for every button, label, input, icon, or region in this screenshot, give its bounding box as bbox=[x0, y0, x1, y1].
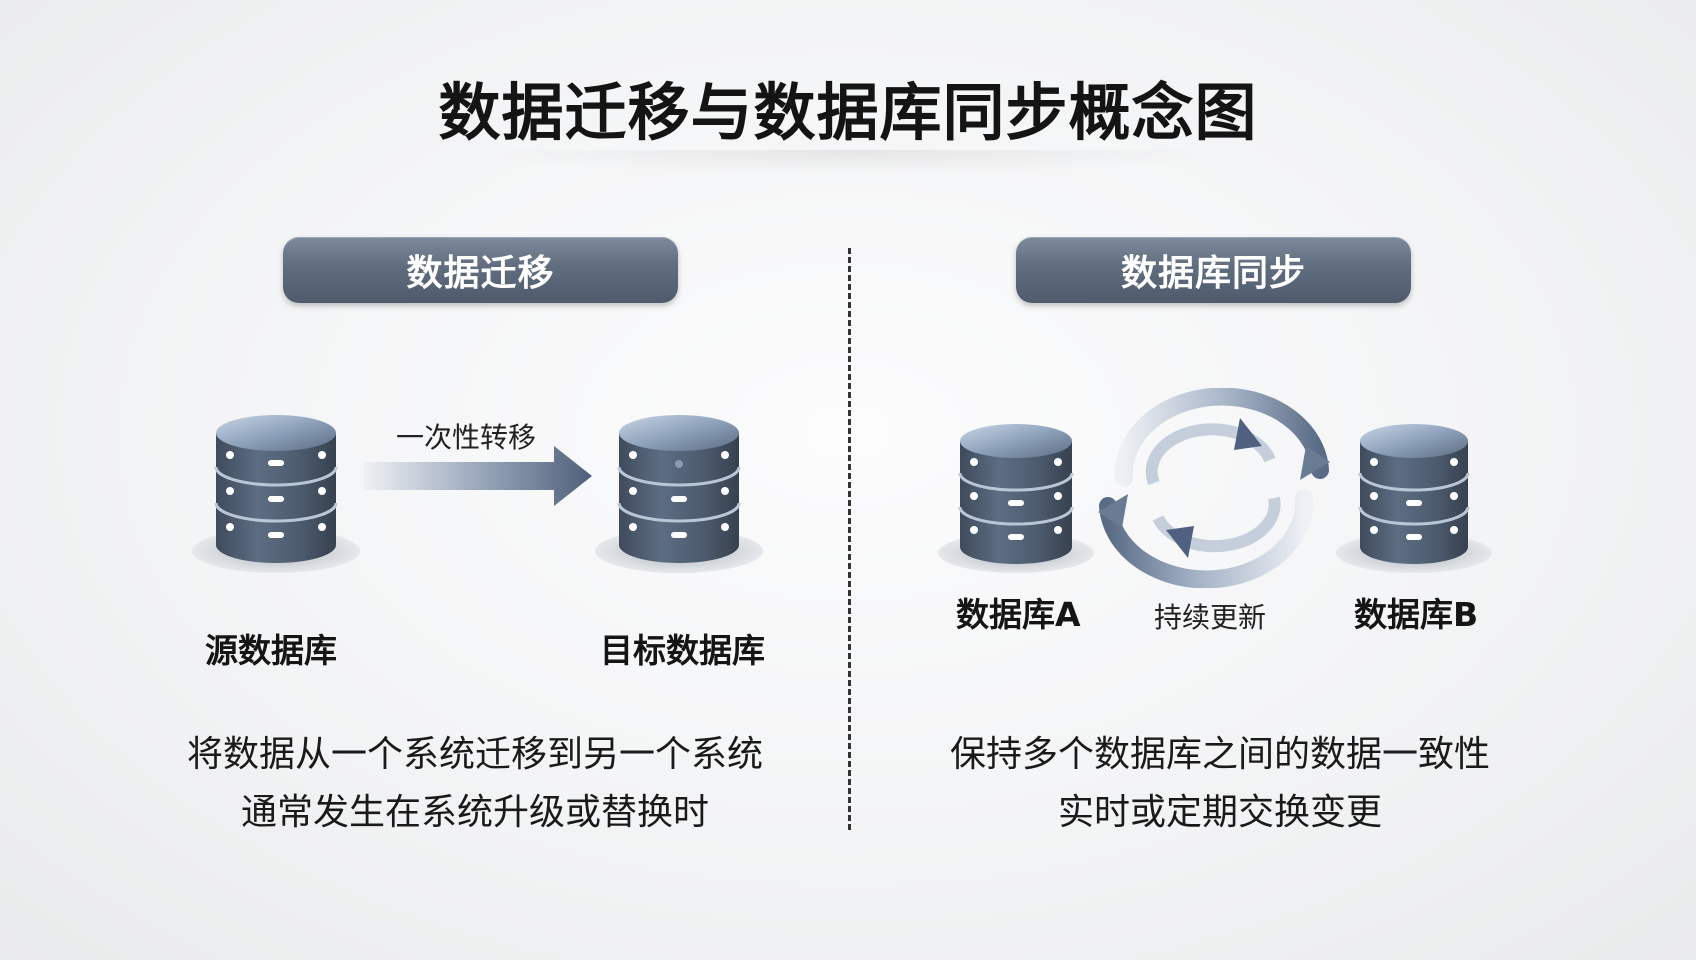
target-database-label: 目标数据库 bbox=[600, 631, 765, 670]
sync-header: 数据库同步 bbox=[1016, 237, 1411, 303]
arrow-label: 一次性转移 bbox=[396, 421, 537, 454]
page-title: 数据迁移与数据库同步概念图 bbox=[438, 76, 1258, 149]
database-b-icon bbox=[1334, 415, 1494, 575]
source-database-icon bbox=[188, 405, 364, 575]
section-divider bbox=[848, 248, 851, 830]
database-a-label: 数据库A bbox=[956, 595, 1081, 634]
sync-cycle-icon bbox=[1094, 388, 1334, 588]
migration-header: 数据迁移 bbox=[283, 237, 678, 303]
database-a-icon bbox=[936, 415, 1096, 575]
migration-description-line-1: 将数据从一个系统迁移到另一个系统 bbox=[186, 734, 763, 775]
title-shadow bbox=[470, 150, 1230, 176]
sync-description: 保持多个数据库之间的数据一致性 实时或定期交换变更 bbox=[900, 726, 1540, 842]
migration-description-line-2: 通常发生在系统升级或替换时 bbox=[240, 792, 709, 833]
database-b-label: 数据库B bbox=[1354, 595, 1479, 634]
cycle-label: 持续更新 bbox=[1154, 601, 1267, 634]
source-database-label: 源数据库 bbox=[205, 631, 337, 670]
arrow-right-icon bbox=[364, 446, 594, 506]
migration-description: 将数据从一个系统迁移到另一个系统 通常发生在系统升级或替换时 bbox=[160, 726, 790, 842]
target-database-icon bbox=[591, 405, 767, 575]
sync-description-line-2: 实时或定期交换变更 bbox=[1057, 792, 1382, 833]
sync-description-line-1: 保持多个数据库之间的数据一致性 bbox=[949, 734, 1490, 775]
